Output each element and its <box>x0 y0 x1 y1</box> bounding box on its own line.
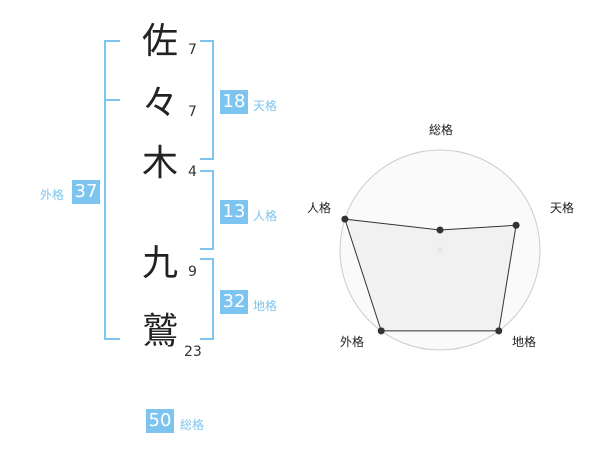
radar-series-polygon <box>344 218 517 332</box>
tenkaku-value: 18 <box>220 90 248 114</box>
soukaku-label: 総格 <box>180 418 205 432</box>
chikaku-value: 32 <box>220 290 248 314</box>
stroke-count-2: 7 <box>188 104 197 120</box>
stroke-count-4: 9 <box>188 264 197 280</box>
radar-chart: 総格 天格 地格 外格 人格 <box>307 122 574 351</box>
chikaku-bracket-bottom <box>200 338 214 340</box>
tenkaku-label: 天格 <box>253 99 278 113</box>
radar-axis-label-chikaku: 地格 <box>512 334 536 349</box>
radar-axis-label-tenkaku: 天格 <box>550 200 574 215</box>
name-char-1: 佐 <box>142 21 179 62</box>
radar-axis-label-gaikaku: 外格 <box>340 334 364 349</box>
radar-axis-labels: 総格 天格 地格 外格 人格 <box>307 122 574 349</box>
name-char-5: 鷲 <box>142 311 179 352</box>
gaikaku-bracket-bottom <box>104 338 120 340</box>
name-char-2: 々 <box>142 83 179 124</box>
name-char-4: 九 <box>142 243 179 284</box>
jinkaku-value: 13 <box>220 200 248 224</box>
radar-axis-label-jinkaku: 人格 <box>307 200 331 215</box>
stroke-count-3: 4 <box>188 164 197 180</box>
radar-point-0 <box>436 226 444 234</box>
chikaku-label: 地格 <box>253 299 278 313</box>
gaikaku-bracket-mid <box>104 99 120 101</box>
tenkaku-bracket-vertical <box>212 40 214 160</box>
chikaku-bracket-vertical <box>212 258 214 340</box>
tenkaku-bracket-bottom <box>200 158 214 160</box>
gaikaku-bracket-top <box>104 40 120 42</box>
stroke-count-1: 7 <box>188 42 197 58</box>
jinkaku-bracket-vertical <box>212 170 214 250</box>
radar-point-1 <box>512 221 520 229</box>
radar-point-4 <box>341 215 349 223</box>
soukaku-value: 50 <box>146 409 174 433</box>
jinkaku-label: 人格 <box>253 209 278 223</box>
gaikaku-bracket-vertical <box>104 40 106 340</box>
radar-axis-label-soukaku: 総格 <box>429 122 453 137</box>
chikaku-bracket-top <box>200 258 214 260</box>
radar-point-2 <box>495 327 503 335</box>
gaikaku-value: 37 <box>72 180 100 204</box>
jinkaku-bracket-bottom <box>200 248 214 250</box>
gaikaku-label: 外格 <box>40 188 65 202</box>
tenkaku-bracket-top <box>200 40 214 42</box>
name-char-3: 木 <box>142 143 179 184</box>
stroke-count-5: 23 <box>184 344 202 360</box>
radar-point-3 <box>377 327 385 335</box>
radar-points <box>341 215 520 335</box>
jinkaku-bracket-top <box>200 170 214 172</box>
